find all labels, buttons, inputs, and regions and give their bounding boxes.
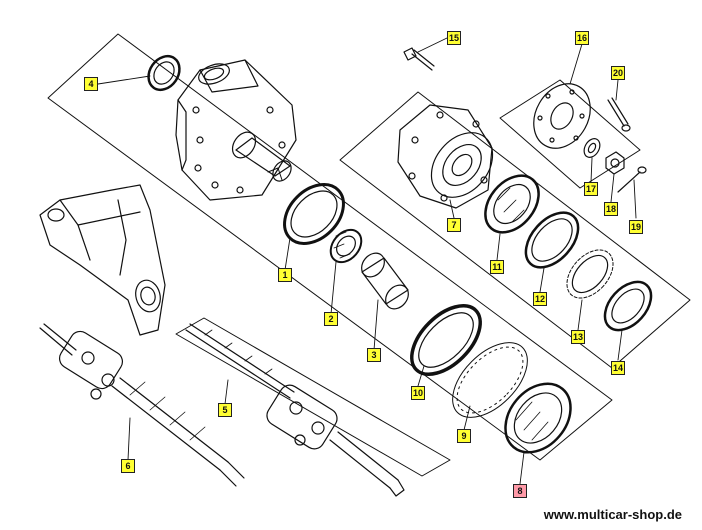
callout-12: 12 [533, 292, 547, 306]
part-7-wheel-hub [397, 104, 494, 209]
part-9-gasket [452, 342, 528, 418]
leader-3 [373, 299, 379, 351]
leader-6 [127, 417, 131, 461]
leader-4 [97, 75, 151, 85]
callout-7: 7 [447, 218, 461, 232]
part-5-drive-shaft [185, 323, 405, 497]
callout-10: 10 [411, 386, 425, 400]
leader-9 [463, 405, 471, 431]
callout-17: 17 [584, 182, 598, 196]
site-watermark: www.multicar-shop.de [543, 507, 682, 522]
leader-1 [284, 237, 291, 271]
callout-6: 6 [121, 459, 135, 473]
leader-14 [617, 329, 623, 361]
callout-1: 1 [278, 268, 292, 282]
leader-13 [577, 299, 583, 331]
leader-12 [539, 267, 545, 293]
leader-11 [496, 233, 501, 261]
part-16-flange-plate [533, 83, 591, 149]
part-3-bushing [361, 252, 409, 310]
part-6-drive-shaft [39, 323, 245, 487]
callout-9: 9 [457, 429, 471, 443]
part-12-seal-ring [524, 211, 580, 269]
frame-main-group [47, 33, 613, 461]
callout-8: 8 [513, 484, 527, 498]
steering-arm [39, 184, 166, 336]
part-1-seal-ring [283, 183, 345, 245]
leader-10 [417, 365, 425, 387]
part-4-seal-ring [147, 54, 181, 92]
part-10-seal-ring [410, 304, 482, 376]
callout-19: 19 [629, 220, 643, 234]
leader-18 [610, 173, 615, 203]
frame-flange-group [499, 79, 641, 189]
callout-15: 15 [447, 31, 461, 45]
part-20-bolt [607, 97, 631, 132]
leader-19 [633, 179, 637, 219]
part-14-slotted-nut [603, 280, 653, 332]
leader-2 [330, 261, 337, 315]
callout-11: 11 [490, 260, 504, 274]
leader-17 [590, 157, 593, 183]
part-13-lock-washer [566, 249, 614, 299]
frame-shaft-group [175, 317, 451, 477]
leader-20 [615, 79, 619, 101]
callout-20: 20 [611, 66, 625, 80]
leader-lines [97, 37, 637, 485]
callout-5: 5 [218, 403, 232, 417]
leader-7 [449, 199, 455, 219]
callout-18: 18 [604, 202, 618, 216]
callout-3: 3 [367, 348, 381, 362]
steering-knuckle-housing [175, 59, 297, 201]
callout-14: 14 [611, 361, 625, 375]
part-15-bolt [403, 47, 435, 71]
part-18-castle-nut [605, 151, 625, 175]
part-8-taper-bearing [504, 382, 572, 454]
frame-hub-group [339, 91, 691, 369]
leader-8 [519, 451, 525, 485]
callout-16: 16 [575, 31, 589, 45]
leader-5 [224, 379, 229, 405]
leader-15 [417, 37, 448, 53]
assembly-frames [47, 33, 691, 477]
part-17-washer [583, 138, 601, 158]
callout-4: 4 [84, 77, 98, 91]
callout-2: 2 [324, 312, 338, 326]
part-2-roller-bearing [329, 228, 363, 264]
part-11-bearing [484, 174, 540, 234]
leader-16 [569, 43, 583, 85]
part-19-cotter-pin [617, 166, 647, 193]
callout-13: 13 [571, 330, 585, 344]
